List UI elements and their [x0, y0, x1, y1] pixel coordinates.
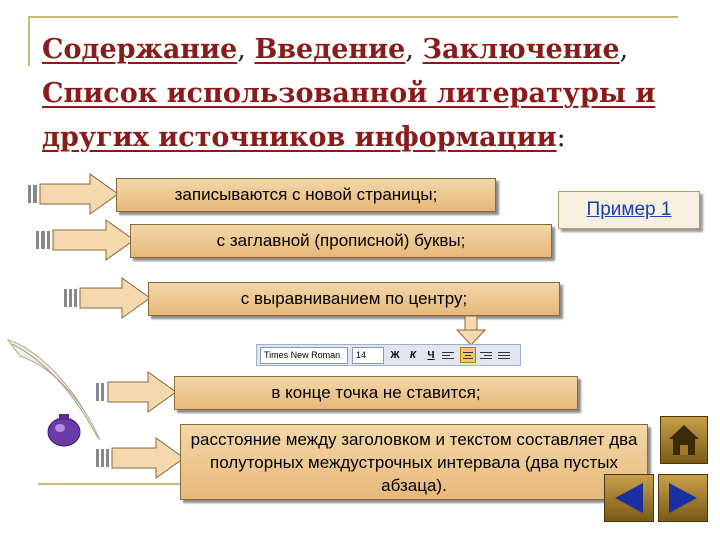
frame-left-line	[28, 16, 30, 66]
quill-pen-icon	[6, 339, 101, 441]
title-separator: ,	[619, 34, 629, 65]
title-word-contents: Содержание	[42, 34, 238, 65]
rule-center-align: с выравниванием по центру;	[148, 282, 560, 316]
arrow-4-icon	[96, 371, 177, 413]
back-arrow-icon	[615, 483, 643, 513]
rule-no-period: в конце точка не ставится;	[174, 376, 578, 410]
home-button[interactable]	[660, 416, 708, 464]
title-separator: ,	[405, 34, 423, 65]
rule-spacing: расстояние между заголовком и текстом со…	[180, 424, 648, 500]
arrow-2-icon	[36, 219, 135, 261]
frame-top-line	[28, 16, 678, 18]
align-left-icon	[442, 348, 456, 362]
title-line-2: Список использованной литературы и	[42, 78, 656, 109]
example-1-link[interactable]: Пример 1	[558, 191, 700, 229]
title-colon: :	[556, 122, 566, 153]
title-separator: ,	[237, 34, 255, 65]
align-center-icon	[460, 347, 476, 363]
italic-button: К	[409, 349, 417, 361]
home-icon	[669, 425, 699, 455]
back-button[interactable]	[604, 474, 654, 522]
inkwell-icon	[47, 414, 81, 447]
bold-button: Ж	[390, 349, 400, 361]
title-word-intro: Введение	[254, 34, 406, 65]
align-justify-icon	[498, 348, 512, 362]
arrow-3-icon	[64, 277, 151, 319]
down-arrow-icon	[455, 316, 487, 346]
forward-button[interactable]	[658, 474, 708, 522]
align-right-icon	[480, 348, 494, 362]
arrow-1-icon	[28, 173, 119, 215]
title-word-conclusion: Заключение	[422, 34, 620, 65]
formatting-toolbar: Times New Roman 14 Ж К Ч	[256, 344, 521, 366]
underline-button: Ч	[427, 349, 435, 361]
font-name-field: Times New Roman	[260, 346, 348, 364]
title-line-3: других источников информации	[42, 122, 557, 153]
rule-new-page: записываются с новой страницы;	[116, 178, 496, 212]
font-size-field: 14	[352, 346, 384, 364]
slide-title: Содержание, Введение, Заключение, Список…	[42, 28, 692, 160]
rule-capital-letter: с заглавной (прописной) буквы;	[130, 224, 552, 258]
arrow-5-icon	[96, 437, 185, 479]
forward-arrow-icon	[669, 483, 697, 513]
